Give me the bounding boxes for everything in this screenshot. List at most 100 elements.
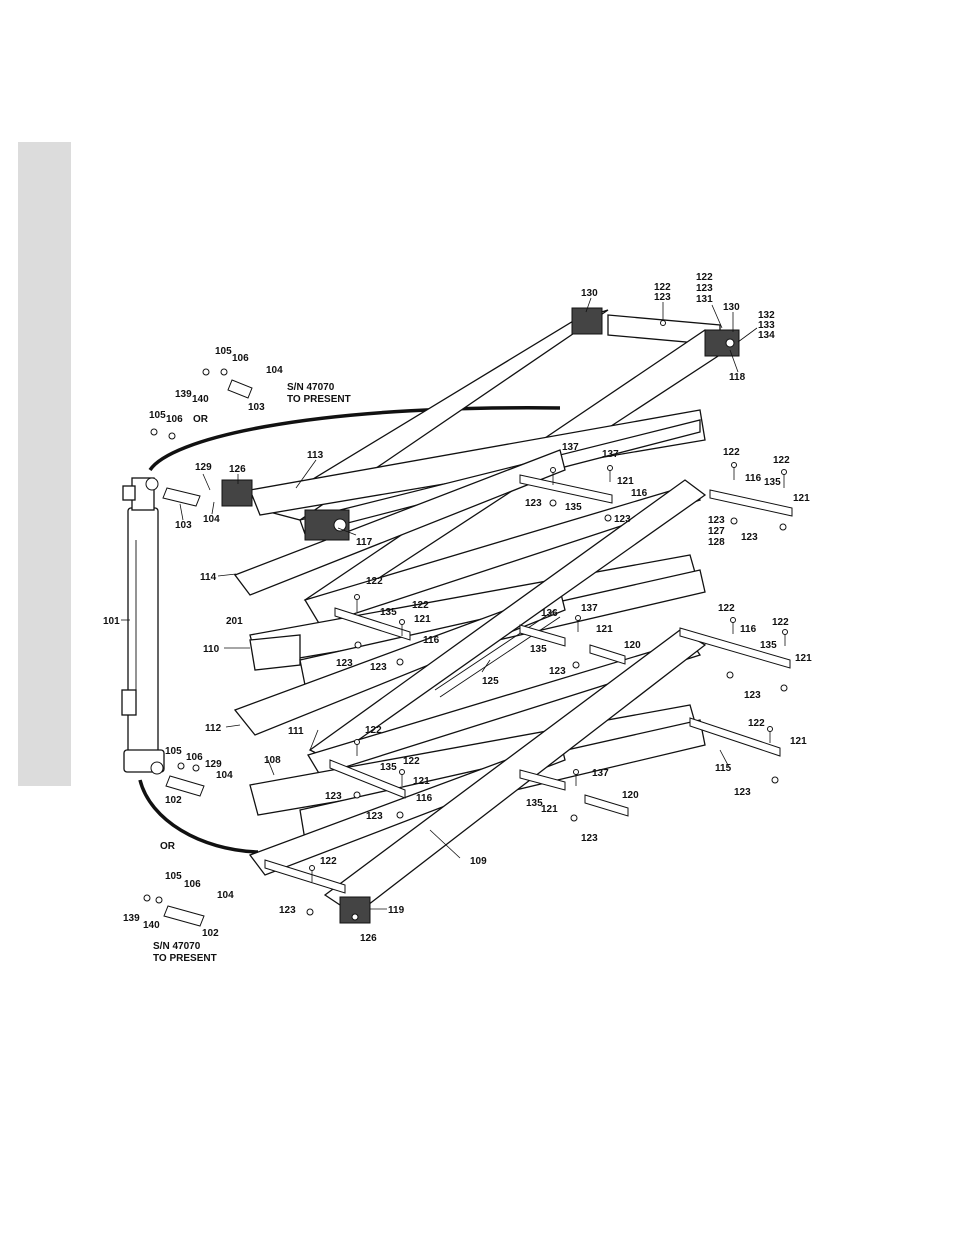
label-106: 106 [232,353,249,364]
nuts [143,368,788,916]
label-123: 123 [741,532,758,543]
label-122: 122 [654,282,671,293]
label-135: 135 [530,644,547,655]
label-109: 109 [470,856,487,867]
label-103: 103 [248,402,265,413]
label-123: 123 [549,666,566,677]
pad-130-left [571,307,603,335]
label-122: 122 [403,756,420,767]
label-132: 132 [758,310,775,321]
label-122: 122 [723,447,740,458]
pin-103-lower [162,487,201,507]
label-104: 104 [217,890,234,901]
label-123: 123 [696,283,713,294]
label-121: 121 [790,736,807,747]
label-105: 105 [165,746,182,757]
label-122: 122 [365,725,382,736]
label-122: 122 [718,603,735,614]
label-137: 137 [602,449,619,460]
label-135: 135 [526,798,543,809]
label-137: 137 [592,768,609,779]
label-116: 116 [740,624,757,635]
label-122: 122 [772,617,789,628]
arm-lower-cross-a [307,639,702,776]
label-101: 101 [103,616,120,627]
serial-note-top-line1: S/N 47070 [287,382,335,393]
label-115: 115 [715,763,732,774]
label-123: 123 [581,833,598,844]
label-130: 130 [581,288,598,299]
label-121: 121 [793,493,810,504]
label-116: 116 [745,473,762,484]
label-121: 121 [617,476,634,487]
label-123: 123 [370,662,387,673]
label-or: OR [193,414,209,425]
label-135: 135 [565,502,582,513]
label-135: 135 [380,762,397,773]
axle-lower [264,717,781,894]
label-121: 121 [414,614,431,625]
axle-upper-right [519,474,793,517]
label-105: 105 [165,871,182,882]
label-123: 123 [279,905,296,916]
label-108: 108 [264,755,281,766]
label-120: 120 [624,640,641,651]
label-139: 139 [123,913,140,924]
label-120: 120 [622,790,639,801]
label-102: 102 [202,928,219,939]
label-116: 116 [631,488,648,499]
label-116: 116 [416,793,433,804]
pin-102-upper [165,775,205,797]
label-105: 105 [215,346,232,357]
bolts [309,462,788,882]
hydraulic-cylinder [121,477,165,775]
label-104: 104 [216,770,233,781]
label-135: 135 [380,607,397,618]
arm-114 [233,449,566,596]
pin-102-lower [163,905,205,927]
label-122: 122 [773,455,790,466]
axle-middle [334,607,791,669]
label-127: 127 [708,526,725,537]
label-or: OR [160,841,176,852]
label-121: 121 [541,804,558,815]
label-123: 123 [614,514,631,525]
label-123: 123 [654,292,671,303]
label-104: 104 [266,365,283,376]
label-102: 102 [165,795,182,806]
label-110: 110 [203,644,220,655]
label-123: 123 [525,498,542,509]
label-103: 103 [175,520,192,531]
label-121: 121 [596,624,613,635]
label-201: 201 [226,616,243,627]
label-137: 137 [581,603,598,614]
pin-103-upper [227,379,253,399]
label-122: 122 [412,600,429,611]
part-labels: 130 122 123 122 123 131 130 132 133 134 … [103,272,812,964]
pad-126 [221,479,253,507]
label-139: 139 [175,389,192,400]
leader-lines [121,297,758,910]
label-116: 116 [423,635,440,646]
label-118: 118 [729,372,746,383]
label-135: 135 [760,640,777,651]
label-125: 125 [482,676,499,687]
hydraulic-hose-lower [138,779,259,854]
label-123: 123 [744,690,761,701]
label-119: 119 [388,905,405,916]
label-131: 131 [696,294,713,305]
label-123: 123 [366,811,383,822]
arm-lower-c [248,739,566,876]
label-136: 136 [541,608,558,619]
arm-middle-cross-a [304,484,702,626]
label-137: 137 [562,442,579,453]
serial-note-bottom-line1: S/N 47070 [153,941,201,952]
label-121: 121 [413,776,430,787]
label-135: 135 [764,477,781,488]
serial-note-top-line2: TO PRESENT [287,394,351,405]
arm-201 [249,634,301,671]
label-113: 113 [307,450,324,461]
label-130: 130 [723,302,740,313]
label-134: 134 [758,330,775,341]
